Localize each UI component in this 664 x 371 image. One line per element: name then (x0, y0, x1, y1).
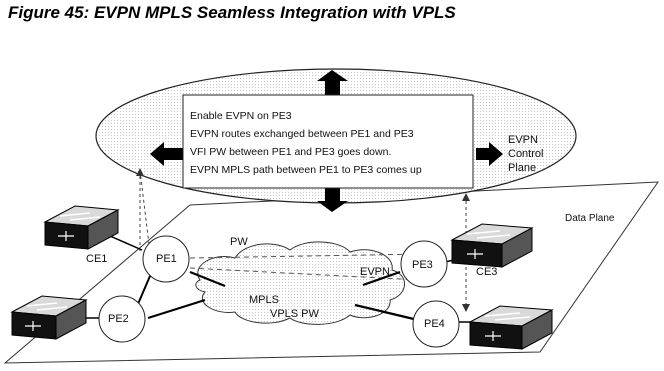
cloud-pe4-link (354, 303, 419, 322)
pe3-node (400, 240, 448, 288)
pe1-control-link-2 (139, 169, 151, 254)
control-plane-label-3: Plane (508, 162, 536, 174)
mpls-cloud (195, 241, 405, 325)
pw-label: PW (230, 236, 248, 248)
arrowhead-icon (462, 304, 470, 312)
arrowhead-icon (136, 168, 144, 176)
vpls-pw-label: VPLS PW (270, 308, 320, 320)
pw-link (189, 253, 426, 259)
ce3-label: CE3 (476, 266, 497, 278)
cloud-pe3-link (362, 270, 401, 287)
arrow-down-icon (317, 188, 348, 212)
arrow-left-icon (150, 142, 183, 166)
ce1-switch-icon (43, 205, 120, 250)
arrowhead-icon (462, 193, 470, 201)
pe2-label: PE2 (108, 313, 129, 325)
box-line-3: VFI PW between PE1 and PE3 goes down. (190, 146, 391, 158)
arrow-up-icon (317, 70, 348, 96)
figure-title: Figure 45: EVPN MPLS Seamless Integratio… (8, 3, 456, 22)
pe2-node (98, 295, 146, 343)
pe4-switch-icon (468, 305, 554, 350)
control-plane-textbox (182, 94, 474, 189)
control-plane-label-2: Control (508, 148, 543, 160)
pe1-cloud-link (189, 270, 226, 288)
pe1-label: PE1 (156, 253, 177, 265)
ce1-label: CE1 (86, 253, 107, 265)
ce1-pe1-link (109, 235, 143, 251)
mpls-label: MPLS (249, 294, 279, 306)
control-plane-label-1: EVPN (508, 134, 538, 146)
ce3-switch-icon (450, 223, 534, 268)
box-line-1: Enable EVPN on PE3 (190, 110, 292, 122)
box-line-2: EVPN routes exchanged between PE1 and PE… (190, 128, 414, 140)
pe1-node (142, 235, 190, 283)
pe2-cloud-link (147, 299, 206, 319)
pe3-label: PE3 (412, 259, 433, 271)
evpn-label: EVPN (360, 266, 390, 278)
data-plane-label: Data Plane (565, 213, 615, 224)
arrow-right-icon (476, 142, 503, 166)
pe4-node (412, 300, 460, 348)
pe4-label: PE4 (424, 318, 445, 330)
box-line-4: EVPN MPLS path between PE1 to PE3 comes … (190, 164, 422, 176)
pe2-switch-icon (10, 295, 88, 340)
